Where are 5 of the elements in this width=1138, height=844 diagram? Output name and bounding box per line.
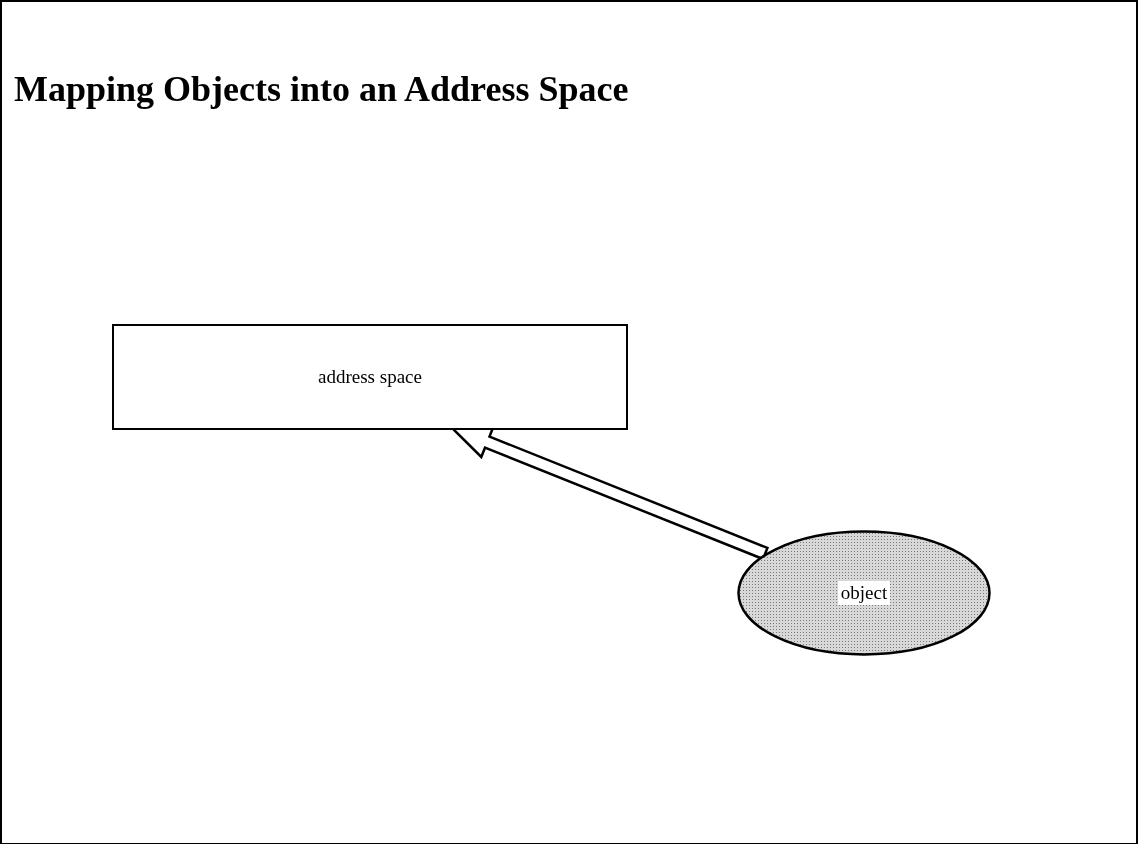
slide-title: Mapping Objects into an Address Space xyxy=(14,68,629,110)
address-space-box xyxy=(112,324,628,430)
node-label: object xyxy=(837,581,891,605)
object-ellipse xyxy=(737,530,991,656)
node-label: address space xyxy=(318,366,422,388)
